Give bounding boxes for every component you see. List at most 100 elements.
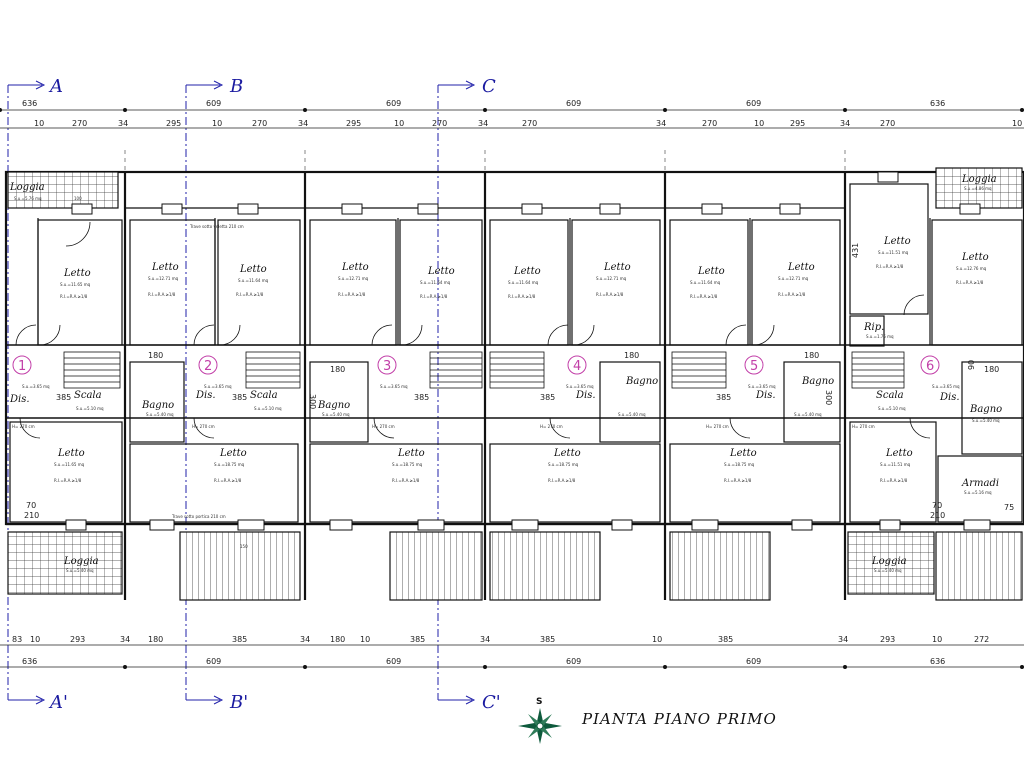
dim-bo-3: 609 [566,657,581,666]
note-h270-4: H= 270 cm [540,424,563,429]
door-swings [15,221,931,439]
ratio-letto-13: R.I.=R.A.≥1/8 [214,478,242,483]
dim-385-e: 385 [716,393,731,402]
label-letto-1: Letto [63,268,91,279]
label-letto-4: Letto [341,262,369,273]
plan-title: PIANTA PIANO PRIMO [581,710,777,728]
section-label-b: B [229,76,243,97]
dim-d-8: 10 [394,119,404,128]
label-letto-10: Letto [883,236,911,247]
unit-badge-6: 6 [920,355,940,375]
note-h270-6: H= 270 cm [852,424,875,429]
svg-text:1: 1 [18,359,26,374]
label-letto-6: Letto [513,266,541,277]
area-letto-3: S.u.=11.64 mq [238,278,269,283]
unit-badge-4: 4 [567,355,587,375]
area-letto-16: S.u.=18.75 mq [724,462,755,467]
windows-bottom [65,519,991,531]
area-letto-12: S.u.=11.65 mq [54,462,85,467]
dim-top-1: 609 [206,99,221,108]
door-w-2: 70 [932,501,942,510]
note-trave-top: Trave sotto veletta 210 cm [189,224,244,229]
svg-text:5: 5 [750,359,758,374]
dim-b-3: 34 [120,635,130,644]
label-letto-12: Letto [57,448,85,459]
area-letto-17: S.u.=11.51 mq [880,462,911,467]
unit-badge-2: 2 [198,355,218,375]
label-letto-8: Letto [697,266,725,277]
area-armadi: S.u.=5.16 mq [964,490,992,495]
area-letto-11: S.u.=12.76 mq [956,266,987,271]
dim-d-15: 295 [790,119,805,128]
area-dis-4: S.u.=3.65 mq [566,384,594,389]
dim-d-17: 270 [880,119,895,128]
dim-b-1: 10 [30,635,40,644]
label-letto-13: Letto [219,448,247,459]
dim-d-0: 10 [34,119,44,128]
area-bagno-5: S.u.=5.40 mq [794,412,822,417]
dimension-top-detail: 10 270 34 295 10 270 34 295 10 270 34 27… [34,119,1022,128]
area-letto-4: S.u.=12.71 mq [338,276,369,281]
svg-text:6: 6 [926,359,934,374]
svg-text:3: 3 [383,359,391,374]
label-letto-11: Letto [961,252,989,263]
dim-top-4: 609 [746,99,761,108]
area-dis-5: S.u.=3.65 mq [748,384,776,389]
dim-300-b: 300 [824,390,833,405]
dim-b-5: 385 [232,635,247,644]
dimension-lines [0,109,1024,668]
section-label-c: C [482,76,496,97]
note-h270-1: H= 270 cm [12,424,35,429]
dim-d-6: 34 [298,119,308,128]
label-bagno-3: Bagno [317,400,350,411]
dim-b-12: 10 [652,635,662,644]
dim-d-7: 295 [346,119,361,128]
dim-b-16: 10 [932,635,942,644]
label-bagno-6: Bagno [969,404,1002,415]
label-loggia-2: Loggia [961,174,997,185]
dim-b-4: 180 [148,635,163,644]
dim-b-2: 293 [70,635,85,644]
area-letto-9: S.u.=12.71 mq [778,276,809,281]
dim-b-6: 34 [300,635,310,644]
label-bagno-4: Bagno [625,376,658,387]
label-dis-4: Dis. [575,390,596,401]
label-rip: Rip. [863,322,884,333]
unit-numbers: 1 2 3 4 5 6 [12,355,940,375]
dim-bo-5: 636 [930,657,945,666]
room-labels: Loggia S.u.=5.76 mq Loggia S.u.=4.86 mq … [9,174,1002,573]
door-h-2: 210 [930,511,945,520]
ratio-letto-6: R.I.=R.A.≥1/8 [508,294,536,299]
label-letto-9: Letto [787,262,815,273]
dimension-bottom-overall: 636 609 609 609 609 636 [22,657,945,666]
room-outlines [9,183,1023,523]
dim-b-10: 34 [480,635,490,644]
dim-d-11: 270 [522,119,537,128]
dim-bo-0: 636 [22,657,37,666]
dim-d-16: 34 [840,119,850,128]
label-letto-5: Letto [427,266,455,277]
unit-badge-5: 5 [744,355,764,375]
area-letto-14: S.u.=18.75 mq [392,462,423,467]
ratio-letto-1: R.I.=R.A.≥1/8 [60,294,88,299]
area-bagno-2: S.u.=5.40 mq [146,412,174,417]
loggias [7,167,1023,601]
dim-bo-4: 609 [746,657,761,666]
label-letto-16: Letto [729,448,757,459]
ratio-letto-9: R.I.=R.A.≥1/8 [778,292,806,297]
dim-180-a: 180 [148,351,163,360]
dim-top-3: 609 [566,99,581,108]
area-bagno-6: S.u.=5.40 mq [972,418,1000,423]
ratio-letto-5: R.I.=R.A.≥1/8 [420,294,448,299]
area-dis-3: S.u.=3.65 mq [380,384,408,389]
ratio-letto-7: R.I.=R.A.≥1/8 [596,292,624,297]
note-h270-2: H= 270 cm [192,424,215,429]
label-loggia-4: Loggia [871,556,907,567]
area-letto-6: S.u.=11.64 mq [508,280,539,285]
section-label-b-bottom: B' [229,692,248,713]
dim-d-1: 270 [72,119,87,128]
win-b-1: 150 [240,544,248,549]
label-dis-6: Dis. [939,392,960,403]
area-loggia-2: S.u.=4.86 mq [964,186,992,191]
area-letto-7: S.u.=12.71 mq [596,276,627,281]
